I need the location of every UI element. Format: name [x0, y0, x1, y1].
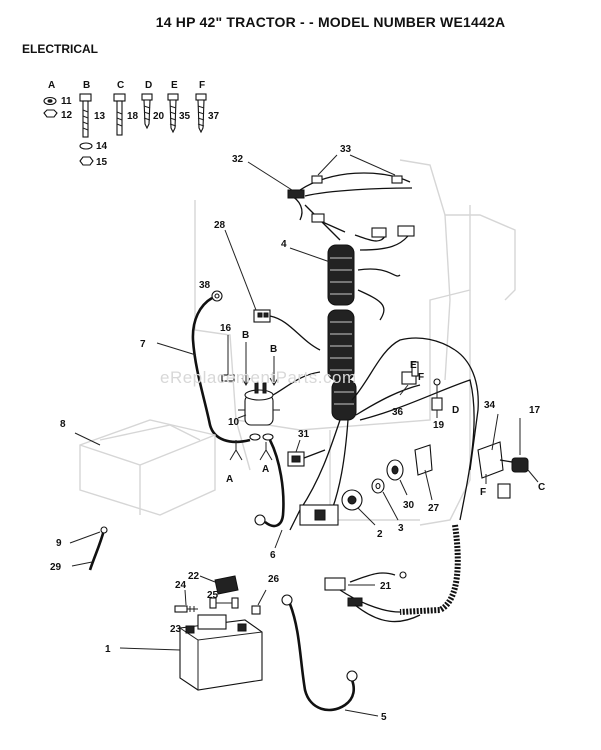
hw-letter-b: B [83, 80, 90, 91]
harness-lower-wires [289, 337, 479, 531]
callout-38: 38 [199, 280, 211, 291]
callout-27: 27 [428, 503, 440, 514]
ref-letter-b2: B [270, 344, 277, 355]
callout-34: 34 [484, 400, 496, 411]
part-27 [414, 444, 433, 501]
harness-21 [324, 571, 421, 623]
hw-number-13: 13 [94, 111, 106, 122]
callout-24: 24 [175, 580, 187, 591]
ref-letter-f2: F [480, 487, 486, 498]
callout-19: 19 [433, 420, 445, 431]
hw-number-12: 12 [61, 110, 73, 121]
battery-tray-8 [74, 419, 216, 516]
section-title: ELECTRICAL [22, 42, 98, 56]
callout-33: 33 [340, 144, 352, 155]
callout-36: 36 [392, 407, 404, 418]
hex-nut-icon-b [79, 156, 94, 166]
callout-8: 8 [60, 419, 66, 430]
hex-nut-icon [43, 109, 58, 118]
hw-number-14: 14 [96, 141, 108, 152]
hw-number-15: 15 [96, 157, 108, 168]
conduit-ribbed [399, 524, 461, 615]
cable-5 [281, 594, 379, 717]
part-31 [287, 439, 326, 467]
callout-1: 1 [105, 644, 111, 655]
ref-letter-e: E [410, 360, 417, 371]
ref-letter-b1: B [242, 330, 249, 341]
cable-6 [254, 439, 285, 549]
ref-letter-c: C [538, 482, 545, 493]
ref-arrow-a2 [259, 442, 273, 461]
ref-letter-d: D [452, 405, 459, 416]
harness-33 [299, 154, 413, 197]
callout-32: 32 [232, 154, 244, 165]
callout-29: 29 [50, 562, 62, 573]
callout-10: 10 [228, 417, 240, 428]
part-3 [371, 478, 399, 521]
ref-arrow-b2 [269, 356, 279, 387]
page-title: 14 HP 42" TRACTOR - - MODEL NUMBER WE144… [155, 14, 506, 30]
callout-31: 31 [298, 429, 310, 440]
callout-21: 21 [380, 581, 392, 592]
callout-4: 4 [281, 239, 287, 250]
harness-coil [327, 244, 357, 421]
screw-e-icon [167, 93, 179, 101]
part-30 [386, 459, 408, 496]
bracket-36 [399, 361, 419, 396]
ref-letter-f1: F [418, 372, 424, 383]
screw-d-icon [141, 93, 153, 101]
part-34-17 [477, 413, 539, 499]
main-harness-4 [289, 204, 415, 421]
callout-16: 16 [220, 323, 232, 334]
bolt-head-icon [79, 93, 92, 102]
hw-letter-e: E [171, 80, 178, 91]
ref-arrow-a1 [229, 440, 243, 461]
ref-letter-a1: A [226, 474, 233, 485]
callout-23: 23 [170, 624, 182, 635]
hw-number-37: 37 [208, 111, 220, 122]
ref-letter-a2: A [262, 464, 269, 475]
battery-1 [119, 614, 263, 691]
part-9-29 [69, 526, 108, 571]
watermark: eReplacementParts.com [160, 368, 357, 387]
callout-25: 25 [207, 590, 219, 601]
callout-17: 17 [529, 405, 541, 416]
bolt-c-icon [113, 93, 126, 102]
hw-number-20: 20 [153, 111, 165, 122]
ring-terminal-38 [211, 290, 223, 302]
part-16 [221, 335, 235, 382]
callout-22: 22 [188, 571, 200, 582]
hw-letter-f: F [199, 80, 205, 91]
part-28 [224, 229, 321, 351]
connector-32 [247, 161, 305, 221]
hw-letter-c: C [117, 80, 124, 91]
callout-6: 6 [270, 550, 276, 561]
screw-f-icon [195, 93, 207, 101]
callout-2: 2 [377, 529, 383, 540]
ref-arrow-b1 [241, 342, 251, 387]
callout-7: 7 [140, 339, 146, 350]
flat-washer-icon [79, 142, 93, 150]
battery-label-plate [197, 614, 227, 630]
hw-letter-a: A [48, 80, 55, 91]
solenoid-10 [237, 371, 321, 441]
battery-hardware [174, 575, 267, 615]
callout-26: 26 [268, 574, 280, 585]
hw-number-18: 18 [127, 111, 139, 122]
callout-5: 5 [381, 712, 387, 723]
callout-9: 9 [56, 538, 62, 549]
callout-3: 3 [398, 523, 404, 534]
cable-7 [156, 296, 251, 444]
ignition-switch-2 [341, 489, 376, 526]
hw-letter-d: D [145, 80, 152, 91]
hw-number-35: 35 [179, 111, 191, 122]
callout-28: 28 [214, 220, 226, 231]
hw-number-11: 11 [61, 96, 72, 107]
tractor-frame-ghost [194, 159, 516, 526]
callout-30: 30 [403, 500, 415, 511]
part-19 [431, 378, 443, 418]
hardware-legend: A B C D E F 11 12 13 14 15 18 20 [43, 80, 220, 168]
